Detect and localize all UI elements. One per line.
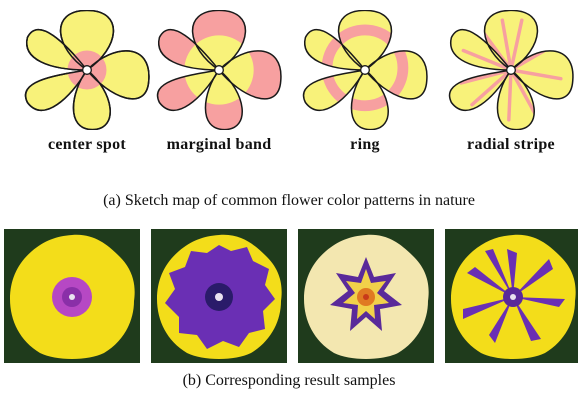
pattern-center-spot: center spot — [22, 10, 152, 170]
pattern-radial-stripe: radial stripe — [446, 10, 576, 170]
result-photo-center-spot — [4, 229, 140, 363]
pattern-label: marginal band — [154, 136, 284, 154]
pattern-label: center spot — [22, 136, 152, 154]
result-photo-ring — [298, 229, 434, 363]
pattern-marginal-band: marginal band — [154, 10, 284, 170]
caption-a: (a) Sketch map of common flower color pa… — [0, 192, 578, 210]
pattern-label: radial stripe — [446, 136, 576, 154]
caption-b: (b) Corresponding result samples — [0, 372, 578, 390]
pattern-ring: ring — [300, 10, 430, 170]
result-photo-radial-stripe — [445, 229, 578, 363]
radial-stripe-flower-sketch — [446, 10, 576, 130]
ring-flower-sketch — [300, 10, 430, 130]
sketch-row: center spot marginal band — [0, 0, 578, 170]
result-samples-row — [0, 229, 578, 363]
center-spot-flower-sketch — [22, 10, 152, 130]
marginal-band-flower-sketch — [154, 10, 284, 130]
pattern-label: ring — [300, 136, 430, 154]
result-photo-marginal-band — [151, 229, 287, 363]
